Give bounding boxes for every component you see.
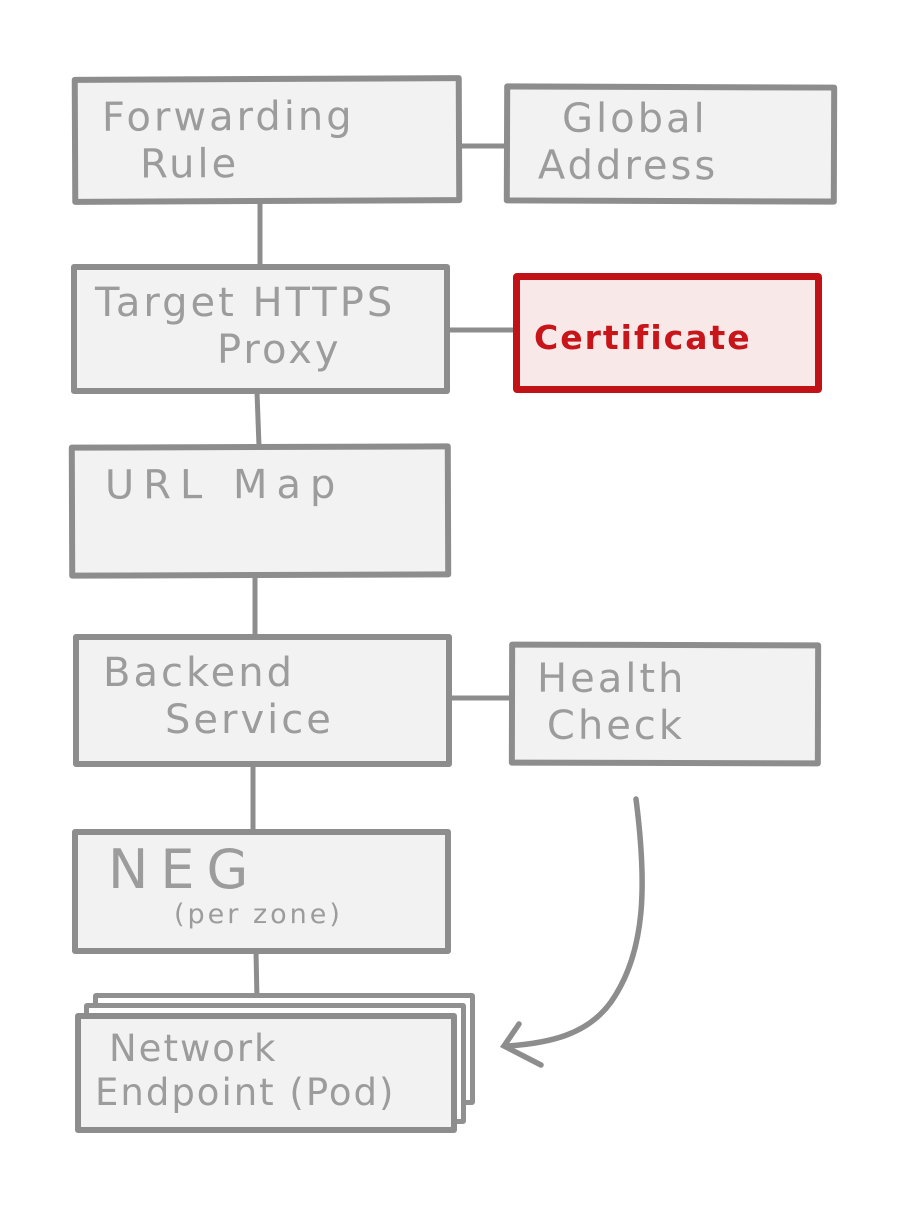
- node-label: NEG: [108, 838, 261, 901]
- node-certificate-highlighted: Certificate: [513, 273, 822, 393]
- node-label: Target HTTPS: [95, 280, 396, 326]
- connector-proxy-to-urlmap: [254, 389, 262, 449]
- node-label: Global: [562, 95, 708, 143]
- node-url-map: URL Map: [68, 443, 452, 579]
- node-network-endpoint: Network Endpoint (Pod): [75, 1013, 457, 1133]
- node-backend-service: Backend Service: [73, 634, 452, 767]
- node-label: Backend: [103, 650, 296, 696]
- node-label: Endpoint (Pod): [95, 1071, 396, 1114]
- node-target-https-proxy: Target HTTPS Proxy: [71, 264, 450, 394]
- node-label: Service: [165, 697, 334, 743]
- healthcheck-arrow-head: [499, 1021, 544, 1068]
- node-label: Network: [109, 1027, 278, 1070]
- node-global-address: Global Address: [503, 83, 838, 205]
- node-label: URL Map: [104, 461, 345, 509]
- node-label: Rule: [140, 141, 240, 188]
- node-label: Check: [546, 702, 686, 750]
- node-label: Address: [537, 142, 719, 190]
- node-label: Forwarding: [101, 93, 355, 141]
- healthcheck-arrow-curve: [505, 796, 645, 1049]
- node-sublabel: (per zone): [174, 899, 343, 930]
- node-label: Proxy: [217, 327, 342, 373]
- node-label: Certificate: [534, 318, 752, 357]
- node-forwarding-rule: Forwarding Rule: [71, 75, 463, 205]
- node-neg: NEG (per zone): [72, 829, 451, 954]
- node-health-check: Health Check: [508, 641, 822, 767]
- node-label: Health: [537, 655, 687, 703]
